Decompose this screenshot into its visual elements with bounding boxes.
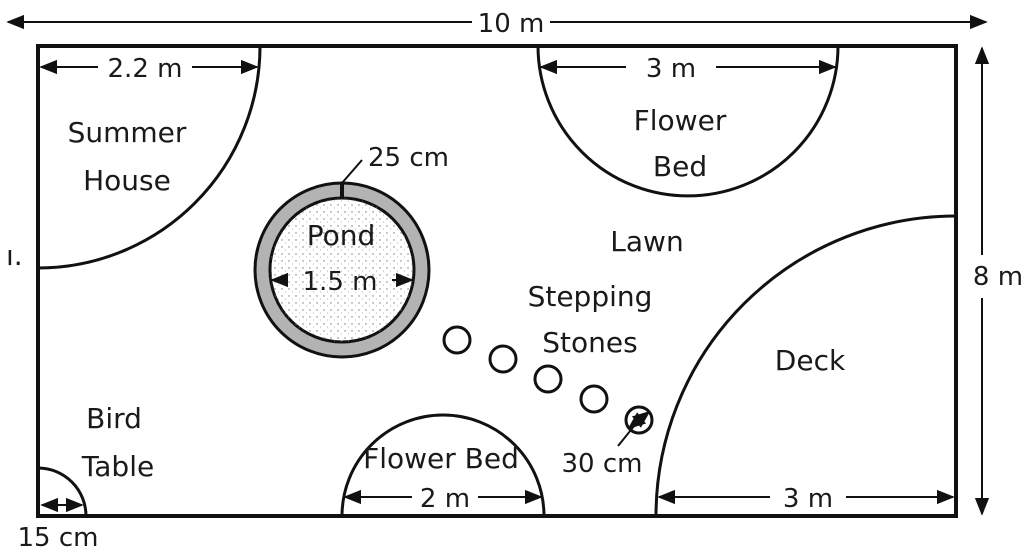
flower-bed-top-label-line2: Bed xyxy=(653,150,707,183)
total-height-label: 8 m xyxy=(973,262,1023,292)
summer-house-quarter-circle xyxy=(37,45,262,270)
bird-table-label-line1: Bird xyxy=(86,402,142,435)
pond-label: Pond xyxy=(307,219,376,252)
total-width-label: 10 m xyxy=(478,9,545,39)
flower-bed-bottom-semicircle xyxy=(340,413,546,517)
summer-house-label-line1: Summer xyxy=(68,116,187,149)
garden-boundary xyxy=(36,44,958,518)
deck-quarter-circle xyxy=(654,214,957,517)
pond-rim-label: 25 cm xyxy=(368,143,449,173)
stepping-stone xyxy=(624,405,654,435)
stone-diameter-leader xyxy=(617,419,640,447)
stepping-stone xyxy=(533,364,563,394)
deck-label: Deck xyxy=(775,344,846,377)
flower-bed-top-width-label: 3 m xyxy=(646,54,696,84)
pond-texture xyxy=(270,198,414,342)
bird-table-radius-label: 15 cm xyxy=(18,523,99,553)
flower-bed-top-semicircle xyxy=(536,45,840,198)
left-edge-fragment: ı. xyxy=(6,239,23,272)
flower-bed-top-label-line1: Flower xyxy=(634,104,727,137)
stepping-stone xyxy=(488,344,518,374)
deck-radius-label: 3 m xyxy=(783,484,833,514)
flower-bed-bottom-label: Flower Bed xyxy=(363,442,519,475)
stepping-stones-label-line1: Stepping xyxy=(528,280,653,313)
flower-bed-bottom-width-label: 2 m xyxy=(420,484,470,514)
summer-house-radius-label: 2.2 m xyxy=(108,54,183,84)
lawn-label: Lawn xyxy=(610,225,683,258)
pond-diameter-label: 1.5 m xyxy=(303,267,378,297)
stepping-stones xyxy=(442,325,654,435)
pond-rim-leader xyxy=(341,159,363,184)
stepping-stones-label-line2: Stones xyxy=(542,326,637,359)
bird-table-label-line2: Table xyxy=(81,450,154,483)
stone-diameter-label: 30 cm xyxy=(562,449,643,479)
bird-table-quarter-circle xyxy=(37,466,88,517)
summer-house-label-line2: House xyxy=(83,164,171,197)
pond xyxy=(253,181,431,359)
stepping-stone xyxy=(579,384,609,414)
stepping-stone xyxy=(442,325,472,355)
